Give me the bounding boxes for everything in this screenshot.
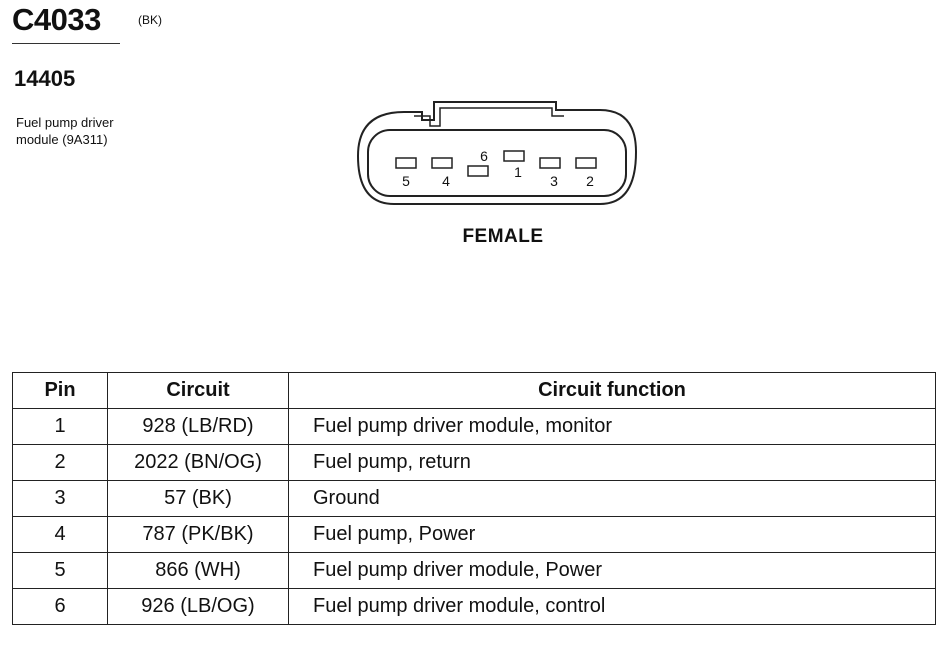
table-row: 3 57 (BK) Ground [12,480,936,517]
pin-cell: 5 [12,552,108,589]
function-cell: Fuel pump, return [288,444,936,481]
connector-id: C4033 [12,2,101,37]
connector-inner-face [367,129,627,197]
pin-label-5: 5 [402,173,410,189]
table-row: 4 787 (PK/BK) Fuel pump, Power [12,516,936,553]
pin-cavity-2 [575,157,597,169]
pin-label-4: 4 [442,173,450,189]
pin-cavity-5 [395,157,417,169]
pin-cavity-4 [431,157,453,169]
part-number: 14405 [14,66,76,91]
table-row: 2 2022 (BN/OG) Fuel pump, return [12,444,936,481]
function-cell: Fuel pump, Power [288,516,936,553]
circuit-cell: 57 (BK) [107,480,289,517]
connector-gender-label: FEMALE [462,226,544,247]
title-underline [12,43,120,44]
pin-label-1: 1 [514,164,522,180]
pin-cell: 6 [12,588,108,625]
function-cell: Fuel pump driver module, control [288,588,936,625]
circuit-cell: 866 (WH) [107,552,289,589]
pin-cell: 3 [12,480,108,517]
pin-label-6: 6 [480,148,488,164]
header-circuit-function: Circuit function [288,372,936,409]
pin-label-3: 3 [550,173,558,189]
function-cell: Fuel pump driver module, Power [288,552,936,589]
pin-cavity-3 [539,157,561,169]
table-header-row: Pin Circuit Circuit function [12,372,936,409]
function-cell: Fuel pump driver module, monitor [288,408,936,445]
pin-cell: 4 [12,516,108,553]
connector-face-diagram: 5 4 6 1 3 2 [356,101,638,205]
connector-latch [414,107,564,127]
header-pin: Pin [12,372,108,409]
pin-cell: 1 [12,408,108,445]
pin-cavity-1 [503,150,525,162]
circuit-cell: 926 (LB/OG) [107,588,289,625]
header-circuit: Circuit [107,372,289,409]
function-cell: Ground [288,480,936,517]
module-description: Fuel pump driver module (9A311) [16,115,114,147]
pin-label-2: 2 [586,173,594,189]
circuit-cell: 2022 (BN/OG) [107,444,289,481]
pin-cavity-6 [467,165,489,177]
circuit-cell: 787 (PK/BK) [107,516,289,553]
pin-cell: 2 [12,444,108,481]
connector-outer-shell [356,101,638,205]
table-row: 5 866 (WH) Fuel pump driver module, Powe… [12,552,936,589]
circuit-cell: 928 (LB/RD) [107,408,289,445]
table-row: 1 928 (LB/RD) Fuel pump driver module, m… [12,408,936,445]
table-row: 6 926 (LB/OG) Fuel pump driver module, c… [12,588,936,625]
connector-color: (BK) [138,13,162,27]
pinout-table: Pin Circuit Circuit function 1 928 (LB/R… [12,372,936,625]
